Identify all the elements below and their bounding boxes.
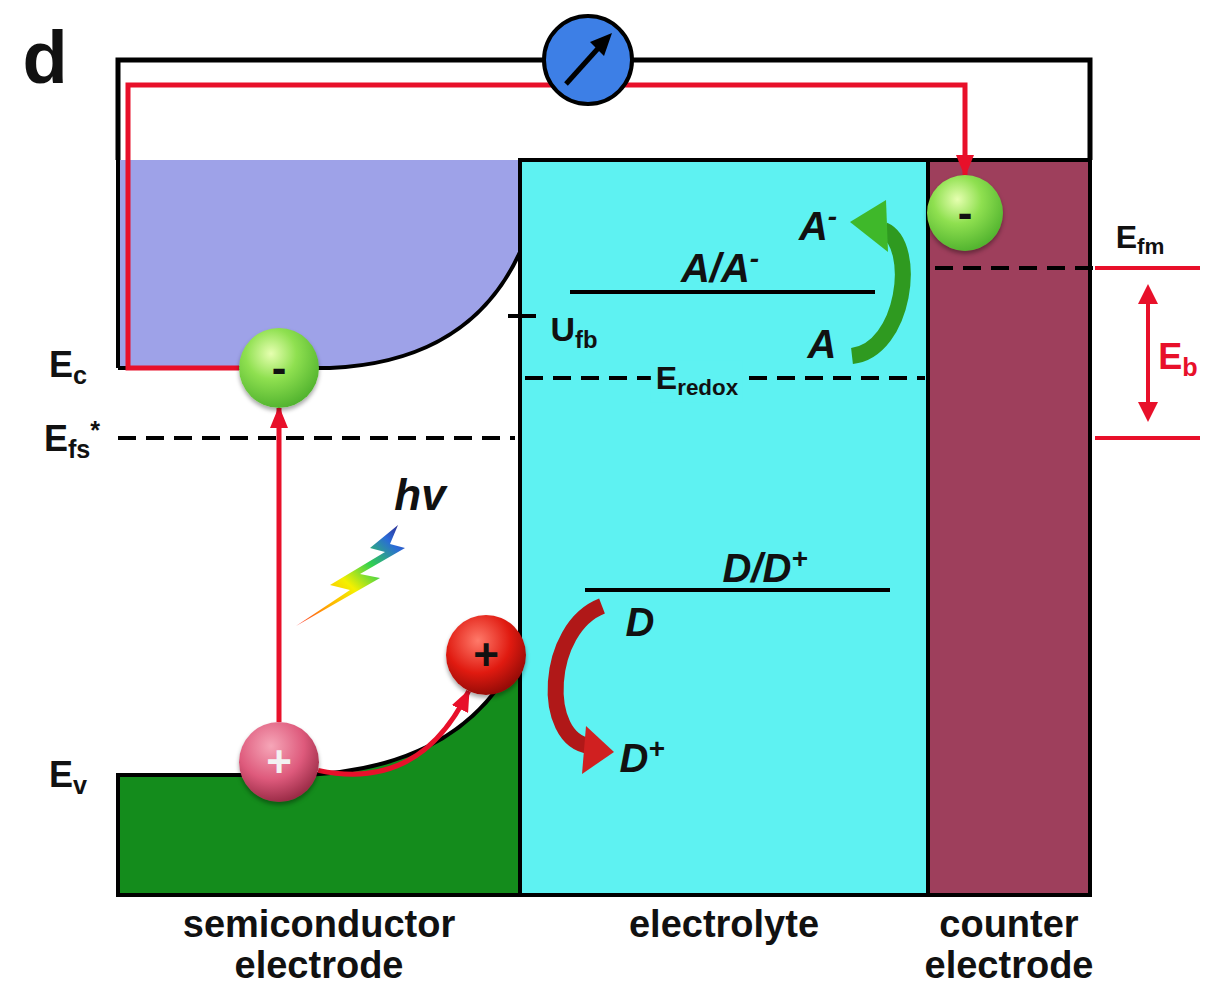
counter-electrode-region xyxy=(928,160,1090,895)
band-edge xyxy=(118,252,520,368)
region-label: counter electrode xyxy=(874,904,1144,986)
text-part: v xyxy=(73,771,87,799)
level-marker xyxy=(1095,266,1200,270)
donor-level xyxy=(585,588,890,592)
level-label: Ec xyxy=(49,347,87,388)
charge-path xyxy=(128,85,965,368)
reduction-arrow xyxy=(852,230,903,356)
level-label: Ufb xyxy=(550,312,597,351)
text-part: fb xyxy=(575,326,597,353)
arrow-head xyxy=(582,726,614,774)
semiconductor-electrode: semiconductor electrode-++ xyxy=(118,160,520,895)
ammeter-needle xyxy=(566,44,602,84)
level-marker xyxy=(1095,436,1200,440)
level-label: D+ xyxy=(619,735,664,778)
level-label: Ev xyxy=(49,757,87,798)
electrolyte-region xyxy=(520,160,928,895)
level-label: Efm xyxy=(1116,221,1165,259)
level-label: A/A- xyxy=(681,245,759,288)
region-label: electrolyte xyxy=(544,904,904,945)
ammeter xyxy=(544,16,632,104)
text-part: E xyxy=(49,754,73,795)
text-part: U xyxy=(550,310,575,348)
level-label: A xyxy=(808,324,837,364)
text-part: - xyxy=(828,201,837,232)
acceptor-level xyxy=(570,290,875,294)
charge-sign: - xyxy=(272,346,287,390)
text-part: A xyxy=(799,204,828,248)
text-part: E xyxy=(656,360,677,396)
text-part: fm xyxy=(1137,234,1164,259)
charge-sign: + xyxy=(266,740,292,784)
text-part: + xyxy=(648,733,664,764)
text-part: - xyxy=(750,243,759,274)
text-part: D xyxy=(619,736,648,780)
level-label: Eredox xyxy=(651,360,743,402)
barrier-arrow xyxy=(1146,296,1150,410)
metal-fermi-level xyxy=(935,266,1095,270)
arrow-head xyxy=(850,200,888,252)
arrow-head xyxy=(590,33,612,56)
counter-electrode: counter electrode- xyxy=(928,160,1090,895)
charge-sign: + xyxy=(473,633,499,677)
level-label: A- xyxy=(799,203,837,246)
electron: - xyxy=(927,175,1003,251)
oxidation-arrow xyxy=(556,606,602,746)
valence-band xyxy=(118,650,520,895)
text-part: c xyxy=(73,361,87,389)
interface-line xyxy=(518,160,522,895)
level-label: Eb xyxy=(1158,339,1197,380)
level-label: D/D+ xyxy=(722,545,807,588)
hole: + xyxy=(239,722,319,802)
arrow-head xyxy=(1138,284,1158,304)
conduction-band xyxy=(118,160,520,368)
region-label: semiconductor electrode xyxy=(154,904,484,986)
text-part: fs xyxy=(68,435,90,463)
charge-path xyxy=(318,691,469,774)
text-part: + xyxy=(791,543,807,574)
text-part: D/D xyxy=(722,546,791,590)
charge-path xyxy=(277,408,282,722)
text-part: E xyxy=(49,344,73,385)
text-part: E xyxy=(1158,336,1182,377)
level-label: hv xyxy=(394,473,445,517)
text-part: A/A xyxy=(681,246,750,290)
level-label: D xyxy=(626,602,655,642)
electron: - xyxy=(239,328,319,408)
hole: + xyxy=(446,615,526,695)
fermi-level xyxy=(118,436,515,440)
text-part: redox xyxy=(677,375,738,400)
electrolyte: electrolyte xyxy=(520,160,928,895)
text-part: E xyxy=(44,418,68,459)
level-label: d xyxy=(22,21,67,95)
electrode-edge xyxy=(116,160,120,368)
redox-level xyxy=(525,376,925,380)
flatband-tick xyxy=(508,314,536,318)
arrow-head xyxy=(1138,402,1158,422)
light-bolt xyxy=(296,525,405,626)
charge-sign: - xyxy=(958,191,973,235)
text-part: * xyxy=(90,416,100,444)
text-part: b xyxy=(1182,353,1197,381)
text-part: E xyxy=(1116,219,1137,255)
level-label: Efs* xyxy=(44,418,100,463)
